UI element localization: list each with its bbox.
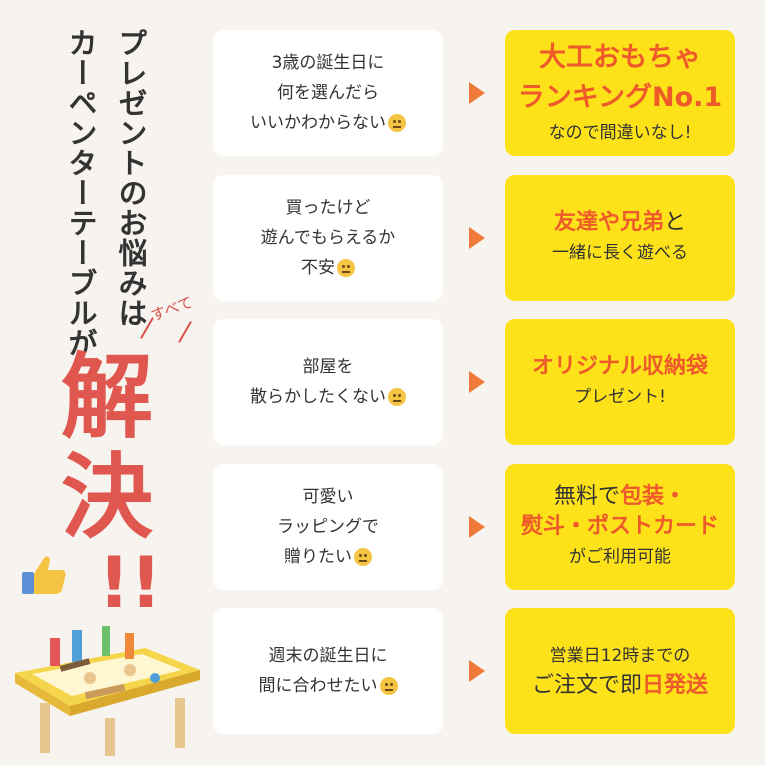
solution-card: 友達や兄弟と 一緒に長く遊べる bbox=[505, 175, 735, 301]
smiling-face-icon bbox=[354, 548, 372, 566]
problem-solution-row: 3歳の誕生日に 何を選んだら いいかわからない 大工おもちゃ ランキングNo.1… bbox=[213, 30, 735, 156]
arrow-right-icon bbox=[469, 660, 485, 682]
solution-card: 大工おもちゃ ランキングNo.1 なので間違いなし! bbox=[505, 30, 735, 156]
emphasis-slash-right bbox=[178, 321, 192, 343]
solution-card: 営業日12時までの ご注文で即日発送 bbox=[505, 608, 735, 734]
thumbs-up-icon bbox=[22, 556, 66, 594]
problem-solution-row: 部屋を 散らかしたくない オリジナル収納袋 プレゼント! bbox=[213, 319, 735, 445]
arrow-right-icon bbox=[469, 516, 485, 538]
arrow-right-icon bbox=[469, 227, 485, 249]
subete-label: すべて bbox=[148, 293, 196, 325]
arrow-right-icon bbox=[469, 371, 485, 393]
solution-line-mixed: 無料で包装・ bbox=[553, 484, 687, 509]
sweating-face-icon bbox=[379, 677, 398, 695]
problem-card: 可愛い ラッピングで 贈りたい bbox=[213, 464, 443, 590]
solution-line-mixed: ご注文で即日発送 bbox=[531, 673, 709, 698]
kaiketsu-ketsu: 決 bbox=[60, 444, 153, 551]
solution-card: 無料で包装・ 熨斗・ポストカード がご利用可能 bbox=[505, 464, 735, 590]
headline-column: プレゼントのお悩みは カーペンターテーブルが すべて 解 決 !! bbox=[0, 0, 210, 765]
problem-card: 買ったけど 遊んでもらえるか 不安 bbox=[213, 175, 443, 301]
arrow-right-icon bbox=[469, 82, 485, 104]
worried-face-icon bbox=[388, 114, 406, 132]
solution-card: オリジナル収納袋 プレゼント! bbox=[505, 319, 735, 445]
problem-card: 週末の誕生日に 間に合わせたい bbox=[213, 608, 443, 734]
solution-line-mixed: 友達や兄弟と bbox=[553, 210, 687, 235]
problem-solution-row: 週末の誕生日に 間に合わせたい 営業日12時までの ご注文で即日発送 bbox=[213, 608, 735, 734]
kaiketsu-kai: 解 bbox=[60, 344, 153, 451]
carpenter-table-toy-image bbox=[15, 626, 200, 756]
exclamation-mark: !! bbox=[98, 542, 162, 624]
problem-card: 3歳の誕生日に 何を選んだら いいかわからない bbox=[213, 30, 443, 156]
problem-card: 部屋を 散らかしたくない bbox=[213, 319, 443, 445]
anxious-face-icon bbox=[336, 259, 355, 277]
headline-line1: プレゼントのお悩みは bbox=[114, 28, 148, 328]
problem-solution-row: 可愛い ラッピングで 贈りたい 無料で包装・ 熨斗・ポストカード がご利用可能 bbox=[213, 464, 735, 590]
neutral-face-icon bbox=[388, 388, 406, 406]
problem-solution-row: 買ったけど 遊んでもらえるか 不安 友達や兄弟と 一緒に長く遊べる bbox=[213, 175, 735, 301]
headline-line2: カーペンターテーブルが bbox=[64, 28, 98, 358]
